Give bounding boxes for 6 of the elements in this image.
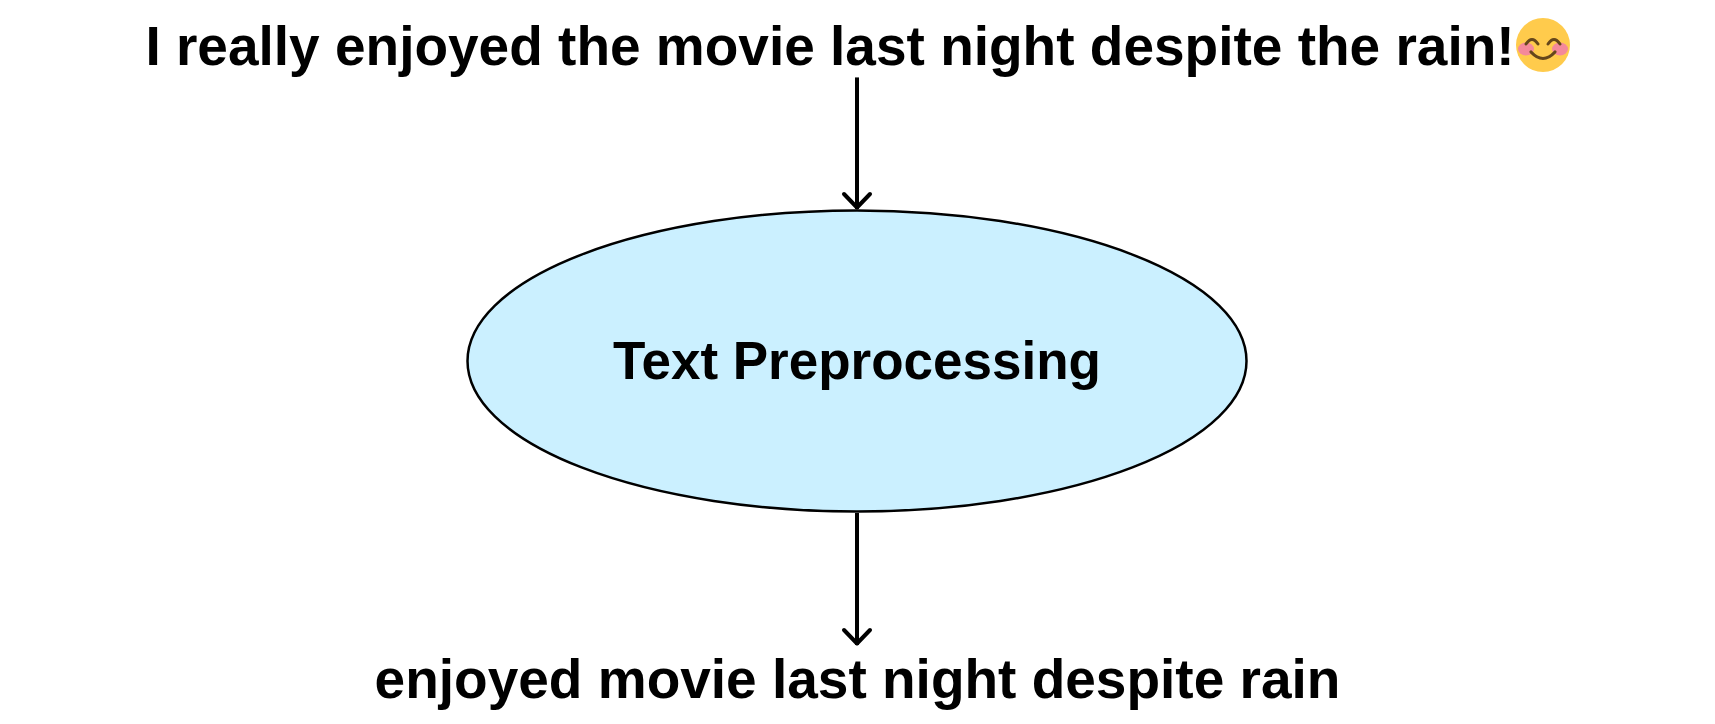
process-label: Text Preprocessing [613,331,1101,391]
arrow [842,77,872,210]
input-sentence: I really enjoyed the movie last night despite the rain! [145,16,1515,78]
process-ellipse [466,209,1248,513]
arrow [842,513,872,646]
output-sentence: enjoyed movie last night despite rain [374,645,1341,714]
